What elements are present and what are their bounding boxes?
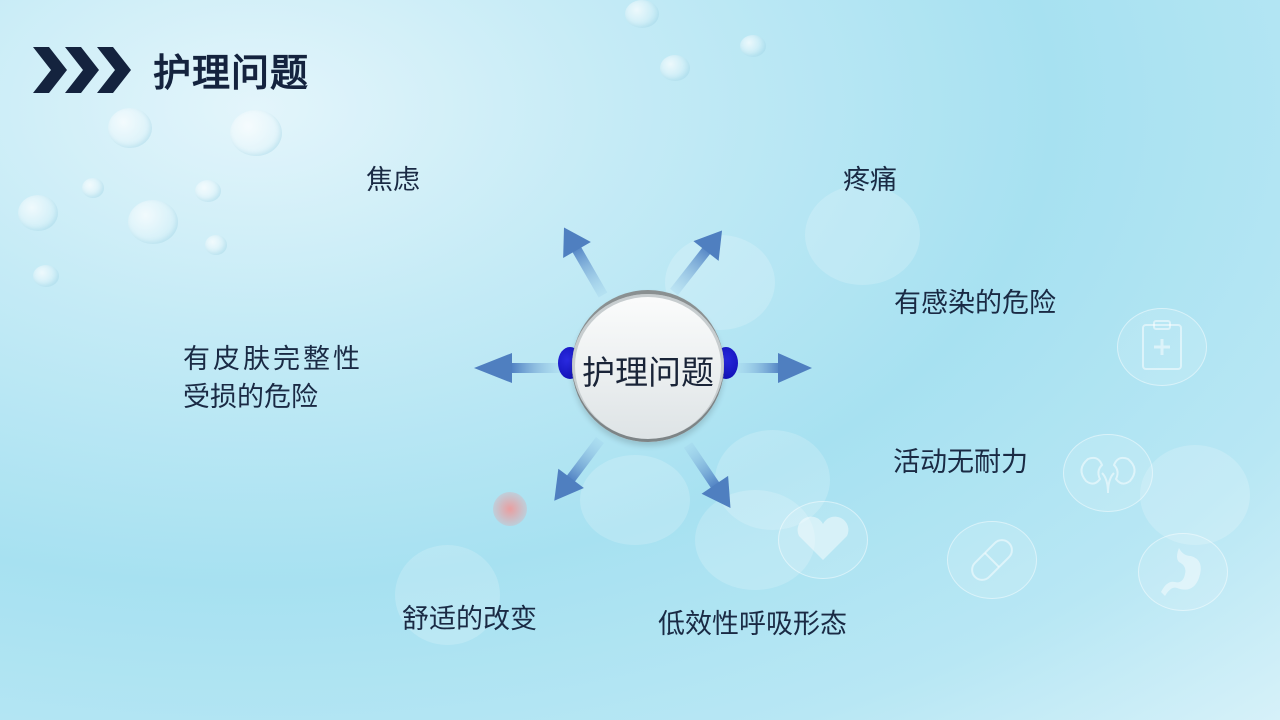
water-drop (205, 235, 227, 255)
pill-icon (971, 539, 1013, 581)
problem-comfort-change: 舒适的改变 (402, 604, 537, 635)
water-drop (82, 178, 104, 198)
problem-anxiety: 焦虑 (366, 165, 420, 196)
heart-circle (778, 501, 868, 579)
bg-bubble (580, 455, 690, 545)
triple-chevron-icon (33, 46, 131, 93)
central-hub-circle (572, 290, 724, 442)
slide-header: 护理问题 (33, 42, 309, 97)
water-drop (740, 35, 766, 57)
arrow-to-pain (670, 230, 723, 296)
water-drop (18, 195, 58, 231)
pill-circle (947, 521, 1037, 599)
heart-icon (797, 516, 849, 560)
arrow-to-anxiety (563, 227, 608, 298)
clipboard-circle (1117, 308, 1207, 386)
stomach-circle (1138, 533, 1228, 611)
kidneys-icon (1080, 456, 1136, 494)
bg-bubble (395, 545, 500, 645)
water-drop (128, 200, 178, 244)
problem-skin-line2: 受损的危险 (183, 382, 318, 413)
problem-infection-risk: 有感染的危险 (894, 288, 1056, 319)
stomach-icon (1161, 548, 1201, 596)
bg-bubble (1140, 445, 1250, 545)
clipboard-medical-icon (1142, 320, 1182, 370)
water-drop (230, 110, 282, 156)
problem-skin-integrity: 有皮肤完整性 受损的危险 (183, 341, 363, 417)
problem-activity-intolerance: 活动无耐力 (893, 447, 1028, 478)
water-drop (195, 180, 221, 202)
problem-pain: 疼痛 (843, 165, 897, 196)
arrow-to-comfort (554, 436, 604, 501)
kidneys-circle (1063, 434, 1153, 512)
hub-label: 护理问题 (582, 353, 714, 392)
water-drop (33, 265, 59, 287)
water-drop (625, 0, 659, 28)
problem-skin-line1: 有皮肤完整性 (183, 344, 363, 375)
page-title: 护理问题 (153, 51, 310, 95)
red-glow-dot (493, 492, 527, 526)
arrow-to-breathing (683, 442, 731, 509)
water-drop (108, 108, 152, 148)
bg-bubble (805, 185, 920, 285)
water-drop (660, 55, 690, 81)
arrow-to-infection (738, 353, 812, 383)
problem-ineffective-breathing: 低效性呼吸形态 (658, 609, 847, 640)
arrow-to-skin (474, 353, 560, 383)
